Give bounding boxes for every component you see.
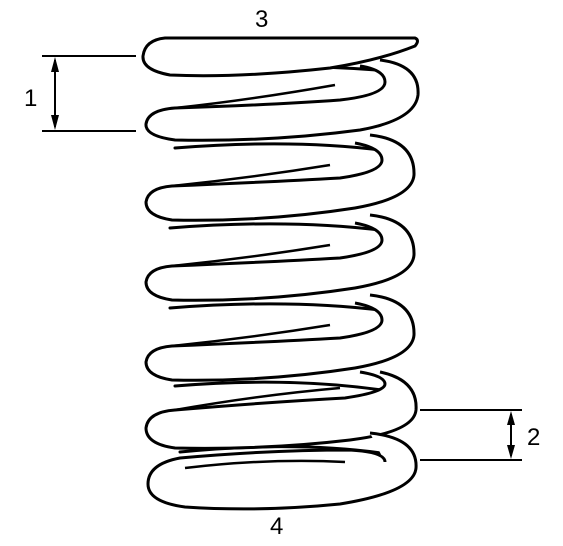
dimension-end-coil <box>420 409 522 461</box>
label-pitch: 1 <box>24 85 37 112</box>
coil-top-end <box>141 36 419 78</box>
label-bottom-end: 4 <box>270 513 283 540</box>
coil-2 <box>144 133 416 222</box>
dimension-pitch <box>42 55 136 132</box>
dim-2-arrow-bottom <box>507 445 515 459</box>
dim-1-arrow-top <box>51 57 59 72</box>
back-strand-3 <box>168 222 397 234</box>
coil-5 <box>144 370 418 450</box>
back-strand-5 <box>173 380 397 394</box>
dim-1-arrow-bottom <box>51 115 59 130</box>
coil-3 <box>144 213 416 302</box>
coil-4 <box>144 293 416 382</box>
label-end-coil-pitch: 2 <box>527 424 540 451</box>
dim-2-arrow-top <box>507 411 515 425</box>
back-strand-4 <box>168 302 397 314</box>
coil-bottom-end <box>146 431 418 511</box>
coil-1 <box>144 58 420 142</box>
label-top-end: 3 <box>255 6 268 33</box>
spring-coils <box>141 36 420 511</box>
